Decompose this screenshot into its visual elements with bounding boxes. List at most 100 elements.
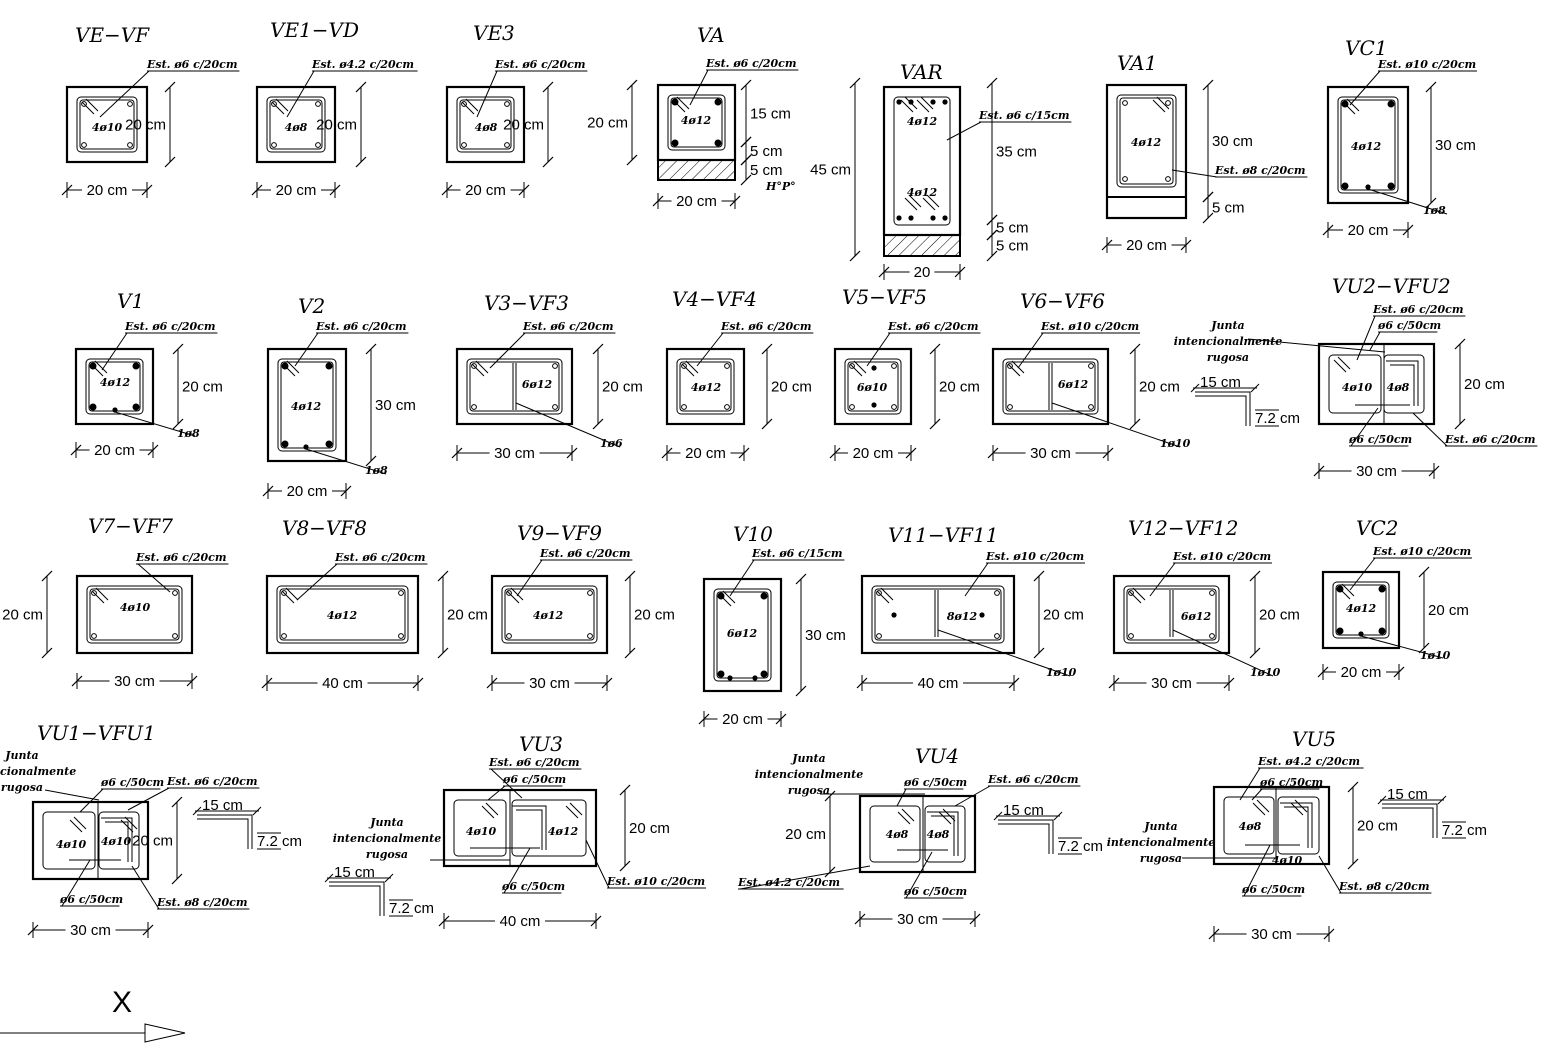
rebar-label: 6ø12 xyxy=(1181,610,1212,623)
stirrup-leader xyxy=(1243,844,1271,897)
stirrup-hook xyxy=(876,590,890,604)
stirrup xyxy=(1337,96,1399,194)
width-dimension: 30 cm xyxy=(1208,926,1335,943)
dimension-label: 35 cm xyxy=(996,144,1037,161)
stirrup-hook xyxy=(1290,802,1304,816)
stirrup-hook xyxy=(900,99,914,113)
axis-label-x: X xyxy=(112,986,132,1019)
stirrup-hook xyxy=(81,101,95,115)
width-dimension: 20 cm xyxy=(251,182,341,199)
stirrup-hook xyxy=(938,811,952,825)
stirrup-hook xyxy=(285,587,299,601)
dimension-label: 30 cm xyxy=(805,627,846,644)
stirrup xyxy=(713,588,772,682)
stirrup-hook xyxy=(880,587,894,601)
concrete-outline xyxy=(65,85,149,164)
stirrup-label: Est. ø8 c/20cm xyxy=(156,896,248,909)
stirrup-hook xyxy=(286,360,300,374)
height-dimension: 20 cm xyxy=(1418,566,1469,654)
concrete-outline xyxy=(1105,83,1188,220)
rebar-dot xyxy=(1128,633,1134,639)
stirrup xyxy=(501,585,598,644)
stirrup-right xyxy=(511,799,587,857)
rebar-dot xyxy=(281,633,287,639)
rebar-label: 6ø12 xyxy=(522,378,553,391)
hook-height-label: 7.2 cm xyxy=(1255,410,1300,427)
width-dimension: 20 cm xyxy=(1101,237,1192,254)
hook-detail: 15 cm7.2 cm xyxy=(993,802,1103,855)
stirrup-leader xyxy=(689,69,709,106)
stirrup-hook xyxy=(1346,98,1360,112)
height-dimension: 30 cm xyxy=(1202,79,1253,203)
stirrup-label: Est. ø10 c/20cm xyxy=(1372,545,1471,558)
section-title: V9−VF9 xyxy=(517,521,602,545)
stirrup-leader xyxy=(905,851,933,899)
stirrup-hook xyxy=(908,194,922,208)
rebar-dot xyxy=(1122,100,1128,106)
rebar-dot xyxy=(942,215,948,221)
rebar-dot xyxy=(1165,100,1171,106)
junta-leader xyxy=(44,789,100,801)
dimension-label: 20 cm xyxy=(1428,602,1469,619)
dimension-label: 30 cm xyxy=(1212,133,1253,150)
rebar-dot xyxy=(930,99,936,105)
stirrup xyxy=(76,96,138,153)
section-title: V2 xyxy=(298,294,325,318)
stirrup-label: Est. ø6 c/20cm xyxy=(494,58,586,71)
stirrup-label: Est. ø10 c/20cm xyxy=(985,550,1084,563)
rebar-dot xyxy=(504,101,510,107)
dimension-label: 30 cm xyxy=(114,673,155,690)
rebar-dot xyxy=(132,362,140,370)
stirrup-hook xyxy=(281,590,295,604)
stirrup-leader xyxy=(1369,331,1381,351)
height-dimension: 30 cm xyxy=(365,343,416,467)
dimension-label: 20 cm xyxy=(276,182,317,199)
dimension-label: 20 cm xyxy=(1348,222,1389,239)
stirrup-leader xyxy=(294,332,319,367)
concrete-outline xyxy=(74,347,155,426)
rebar-dot xyxy=(908,99,914,105)
stirrup xyxy=(871,585,1005,644)
width-dimension: 20 cm xyxy=(652,193,741,210)
rebar-dot xyxy=(325,362,333,370)
hook-width-label: 15 cm xyxy=(334,864,375,881)
width-dimension: 20 cm xyxy=(61,182,153,199)
stirrup-label: Est. ø6 c/20cm xyxy=(124,320,216,333)
width-dimension: 40 cm xyxy=(438,913,602,930)
width-dimension: 30 cm xyxy=(1313,463,1440,480)
hook-height-label: 7.2 cm xyxy=(1442,822,1487,839)
rebar-dot xyxy=(398,590,404,596)
stirrup-leader xyxy=(946,121,982,141)
rebar-dot xyxy=(717,670,725,678)
stirrup-hook xyxy=(95,587,109,601)
stirrup-leader xyxy=(964,562,989,597)
height-dimension: 20 cm xyxy=(624,570,675,659)
dimension-label: 5 cm xyxy=(750,143,783,160)
extra-bar-leader xyxy=(1051,402,1181,448)
rebar-label-right: 4ø8 xyxy=(1387,381,1410,394)
stirrup-hook xyxy=(1256,799,1270,813)
section-title: V7−VF7 xyxy=(88,514,173,538)
stirrup-leader xyxy=(476,70,498,118)
stirrup-hook xyxy=(69,819,83,833)
dimension-label: 20 xyxy=(914,264,931,281)
stirrup-hook xyxy=(1128,590,1142,604)
stirrup-label: ø6 c/50cm xyxy=(502,773,566,786)
rebar-dot xyxy=(552,404,558,410)
stirrup-leader xyxy=(79,788,104,813)
rebar-dot xyxy=(587,590,593,596)
rebar-label: 6ø10 xyxy=(857,381,888,394)
stirrup-hook xyxy=(465,98,479,112)
rebar-dot xyxy=(752,675,758,681)
cross-tie xyxy=(512,363,517,410)
rebar-dot xyxy=(398,633,404,639)
section-title: VU4 xyxy=(915,744,959,768)
stirrup-hook xyxy=(506,590,520,604)
section-title: V11−VF11 xyxy=(888,523,998,547)
concrete-outline xyxy=(1317,342,1436,426)
rebar-label: 4ø12 xyxy=(691,381,722,394)
stirrup-leader xyxy=(296,563,338,601)
